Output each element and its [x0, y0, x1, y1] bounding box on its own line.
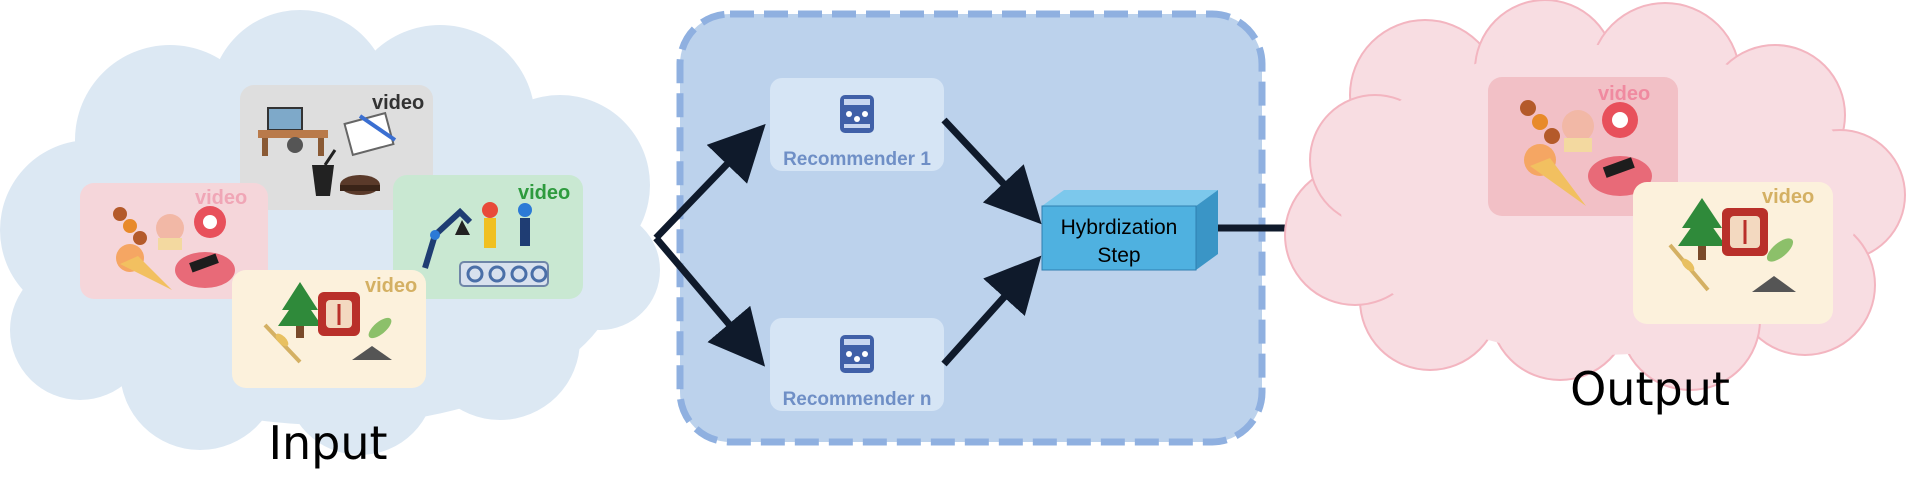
robot-arm-icon [422, 207, 473, 269]
video-tag: video [518, 182, 570, 204]
video-card-farming[interactable]: video [232, 270, 426, 388]
drink-cup-icon [312, 149, 337, 196]
hybridization-label-line2: Step [1097, 244, 1140, 267]
wheat-icon [1668, 243, 1710, 292]
document-pen-icon [343, 111, 397, 157]
arrow-input-to-recn [653, 235, 766, 367]
candy-skewer-icon [1520, 100, 1560, 144]
robot-figure-icon [482, 202, 532, 248]
office-desk-icon [258, 107, 328, 156]
recommender-n-card[interactable]: Recommender n [770, 318, 944, 411]
arrow-input-to-rec1 [653, 123, 766, 241]
cupcake-icon [156, 214, 184, 250]
arrow-rec1-to-hyb [941, 117, 1042, 225]
recommender-n-label: Recommender n [783, 389, 932, 410]
video-tag: video [1598, 83, 1650, 105]
input-cloud: video video [0, 10, 660, 470]
ice-cream-cone-icon [1524, 144, 1586, 206]
grain-sack-icon [1722, 208, 1768, 256]
video-tag: video [1762, 186, 1814, 208]
sushi-icon [1588, 156, 1652, 196]
video-tag: video [195, 187, 247, 209]
recommender-1-card[interactable]: Recommender 1 [770, 78, 944, 171]
output-video-card-sweets[interactable]: video [1488, 77, 1678, 216]
recommender-process-box: Recommender 1 Recommender n Hybrdization… [653, 10, 1356, 446]
video-card-robotics[interactable]: video [393, 175, 583, 299]
candy-skewer-icon [113, 207, 147, 245]
mixer-console-icon [840, 335, 874, 373]
ice-cream-cone-icon [116, 244, 172, 290]
video-card-sweets[interactable]: video [80, 183, 268, 299]
recommender-1-label: Recommender 1 [783, 149, 931, 170]
output-video-card-farming[interactable]: video [1633, 182, 1833, 324]
video-card-office[interactable]: video [240, 85, 433, 210]
pine-tree-icon [278, 282, 322, 338]
grain-sack-icon [318, 292, 360, 336]
input-label: Input [268, 416, 387, 470]
sushi-icon [175, 252, 235, 288]
video-tag: video [365, 275, 417, 297]
pine-tree-icon [1678, 198, 1726, 260]
leaf-sprout-icon [1752, 238, 1796, 292]
hybridization-label-line1: Hybrdization [1061, 216, 1178, 239]
year-2020-icon [459, 261, 549, 287]
lollipop-icon [194, 206, 226, 238]
output-cloud: video [1284, 0, 1906, 416]
video-tag: video [372, 92, 424, 114]
burger-icon [340, 175, 380, 195]
cupcake-icon [1562, 110, 1594, 152]
lollipop-icon [1602, 102, 1638, 138]
arrow-recn-to-hyb [941, 255, 1042, 367]
mixer-console-icon [840, 95, 874, 133]
output-label: Output [1570, 362, 1730, 416]
leaf-sprout-icon [352, 317, 392, 360]
wheat-icon [263, 323, 302, 364]
hybridization-step-box[interactable]: Hybrdization Step [1041, 190, 1218, 271]
